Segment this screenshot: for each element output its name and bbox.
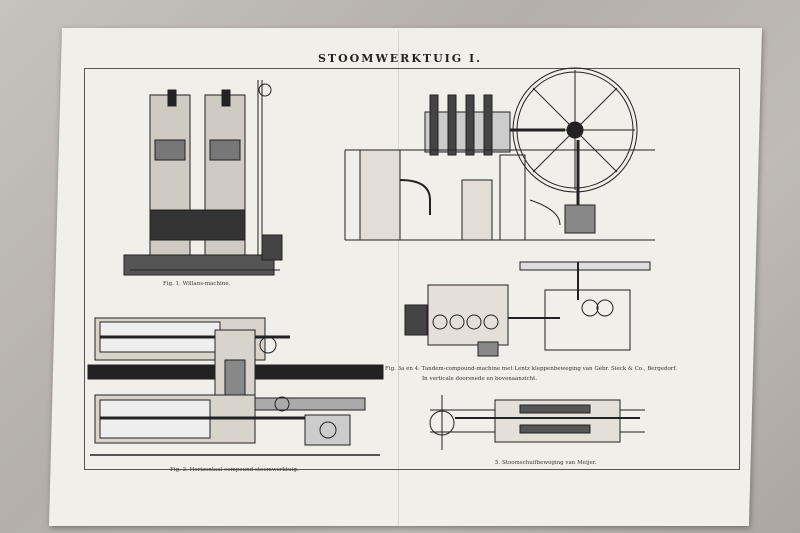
fig2-horizontal-compound: [87, 317, 384, 456]
fig4-plan-view: [404, 261, 651, 357]
caption-fig5: 5. Stoomschuifbeweging van Meijer.: [495, 460, 597, 466]
fig5-meijer-valve-gear: [429, 395, 645, 450]
caption-fig34-line2: In verticale doorsnede en bovenaanzicht.: [422, 376, 538, 382]
caption-fig1: Fig. 1. Willans-machine.: [163, 281, 231, 287]
center-fold: [398, 30, 399, 526]
caption-fig34-line1: Fig. 3a en 4. Tandem-compound-machine me…: [385, 366, 678, 372]
fig1-willans-engine: [123, 80, 283, 276]
plate-title: STOOMWERKTUIG I.: [317, 52, 483, 65]
plate-border: [84, 68, 740, 470]
caption-fig2: Fig. 2. Horizontaal compound-stoomwerktu…: [170, 467, 299, 473]
fig3-tandem-section: [344, 67, 655, 241]
